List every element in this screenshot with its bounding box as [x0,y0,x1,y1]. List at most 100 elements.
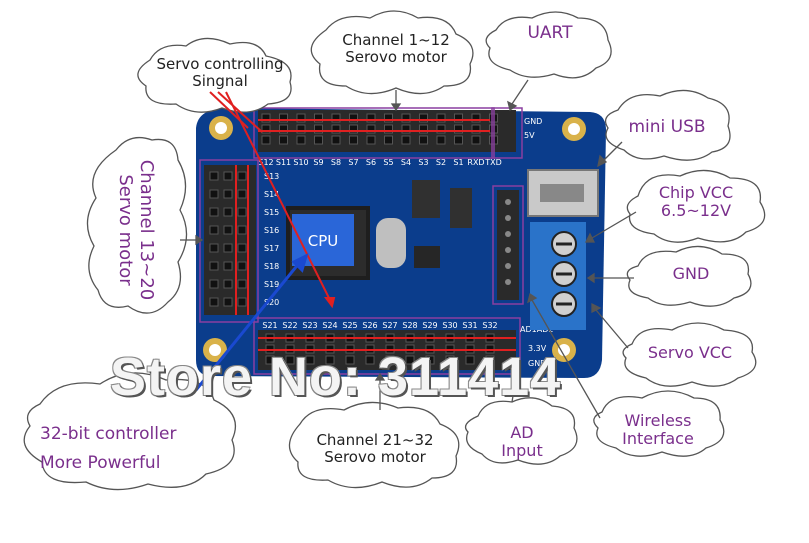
header-pin [237,243,247,253]
header-pin [223,225,233,235]
left-pin-label: S17 [264,244,279,253]
header-pin [384,135,393,145]
cloud-channel-13-20 [86,136,188,314]
header-pin [349,124,358,134]
header-pin [279,113,288,123]
header-pin [314,124,323,134]
header-pin [223,279,233,289]
header-pin [279,124,288,134]
label-uart: UART [500,23,600,44]
label-wireless: Wireless Interface [600,411,716,449]
header-pin [405,355,415,365]
servo-signal-line2: Singnal [192,72,248,91]
header-pin [209,225,219,235]
header-pin [285,355,295,365]
top-pin-label: S5 [383,158,393,167]
label-ad-input: AD Input [474,423,570,461]
header-pin [454,113,463,123]
label-channel-21-32: Channel 21~32 Serovo motor [300,431,450,467]
top-pin-label: S1 [453,158,463,167]
cpu-arrow [194,253,309,391]
channel-1-12-line2: Serovo motor [345,48,447,67]
header-pin [419,113,428,123]
wireless-line1: Wireless [624,411,692,430]
header-pin [366,135,376,145]
gnd-text: GND [672,264,710,283]
header-pin [261,124,271,134]
header-pin [265,355,275,365]
top-pin-label: RXD [467,158,484,167]
label-channel-1-12: Channel 1~12 Serovo motor [322,31,470,67]
header-pin [401,113,411,123]
header-pin [261,113,271,123]
capacitor [450,188,472,228]
chip-vcc-line1: Chip VCC [658,183,734,202]
header-pin [209,261,219,271]
mini-usb-port [527,169,599,217]
cloud-channel-21-32 [288,401,460,489]
bottom-pin-label: S25 [342,321,357,330]
signal-arrows [209,91,336,309]
header-pin [385,355,395,365]
top-pin-label: S4 [401,158,411,167]
top-pin-label: S12 [258,158,273,167]
header-pin [471,124,481,134]
header-pin [331,113,341,123]
header-pin [237,207,247,217]
header-pin [209,207,219,217]
controller-line2: More Powerful [40,452,161,473]
header-pin [485,355,495,365]
bottom-pin-label: S21 [262,321,277,330]
top-pin-label: S6 [366,158,376,167]
header-pin [345,355,355,365]
header-pin [454,124,463,134]
header-pin [436,113,446,123]
header-pin [419,124,428,134]
header-pin [296,124,306,134]
header-pin [401,135,411,145]
header-pin [209,243,219,253]
header-pin [209,297,219,307]
top-pin-label: S10 [293,158,308,167]
top-pin-label: TXD [484,158,502,167]
top-gnd-label: GND [524,117,542,126]
header-pin [223,189,233,199]
header-pin [223,261,233,271]
header-pin [296,135,306,145]
bottom-pin-label: S27 [382,321,397,330]
header-pin [223,207,233,217]
header-pin [261,135,271,145]
header-pin [209,189,219,199]
chip-vcc-line2: 6.5~12V [660,201,732,221]
channel-1-12-line1: Channel 1~12 [342,31,450,49]
left-pin-label: S13 [264,172,279,181]
bottom-pin-label: S24 [322,321,337,330]
cloud-uart [485,11,612,79]
bottom-pin-label: S26 [362,321,377,330]
header-pin [454,135,463,145]
header-pin [325,355,335,365]
ad-input-line1: AD [510,423,534,442]
v33-label: 3.3V [528,344,547,353]
channel-13-20-line2: Servo motor [115,174,137,286]
header-pin [349,113,358,123]
header-pin [436,124,446,134]
label-chip-vcc: Chip VCC 6.5~12V [636,183,756,221]
header-pin [223,297,233,307]
label-channel-13-20: Channel 13~20 Servo motor [115,130,157,330]
header-pin [279,135,288,145]
top-pin-label: S8 [331,158,341,167]
header-pin [314,135,323,145]
cpu-label: CPU [308,232,339,250]
left-pin-label: S15 [264,208,279,217]
header-pin [237,189,247,199]
header-pin [237,171,247,181]
left-pin-label: S18 [264,262,279,271]
store-watermark: Store No: 311414 [110,347,562,407]
header-pin [401,124,411,134]
channel-21-32-line1: Channel 21~32 [316,431,434,449]
header-pin [331,135,341,145]
header-pin [237,225,247,235]
label-mini-usb: mini USB [612,117,722,138]
header-pin [366,113,376,123]
